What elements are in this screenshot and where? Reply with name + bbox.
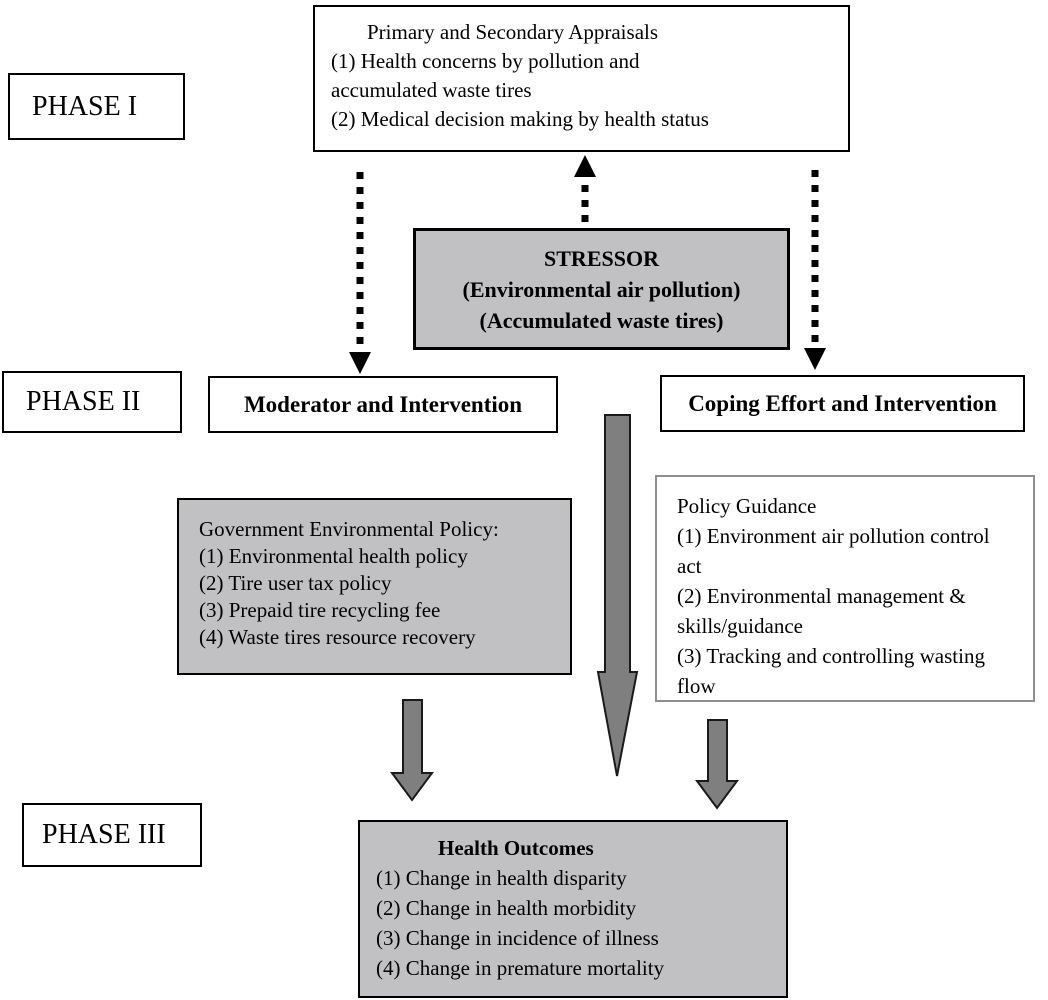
text-line: accumulated waste tires: [331, 78, 532, 102]
text-line: (1) Environmental health policy: [199, 544, 468, 568]
text-line: (3) Tracking and controlling wasting: [677, 644, 985, 668]
moderator-intervention-label: Moderator and Intervention: [243, 391, 523, 417]
text-line: flow: [677, 674, 716, 698]
phase-1-label: PHASE I: [32, 90, 138, 122]
phase-3-label-box: PHASE III: [22, 803, 202, 867]
dashed-arrow-left-down: [349, 172, 371, 374]
text-line: (1) Change in health disparity: [376, 866, 627, 890]
phase-3-label: PHASE III: [42, 819, 166, 850]
appraisals-box: Primary and Secondary Appraisals (1) Heal…: [313, 5, 850, 152]
text-line: Health Outcomes: [438, 836, 594, 860]
solid-arrow-right-short: [695, 719, 739, 810]
phase-1-label-box: PHASE I: [8, 73, 185, 140]
dashed-arrow-right-down: [804, 170, 826, 370]
text-line: (1) Health concerns by pollution and: [331, 49, 640, 73]
text-line: (2) Tire user tax policy: [199, 571, 392, 595]
text-line: (3) Change in incidence of illness: [376, 926, 659, 950]
text-line: act: [677, 554, 702, 578]
text-line: Primary and Secondary Appraisals: [367, 20, 659, 44]
text-line: skills/guidance: [677, 614, 803, 638]
text-line: (4) Change in premature mortality: [376, 956, 665, 980]
solid-arrow-center-long: [596, 414, 639, 777]
text-line: Government Environmental Policy:: [199, 517, 499, 541]
text-line: (1) Environment air pollution control: [677, 524, 990, 548]
text-line: (3) Prepaid tire recycling fee: [199, 598, 441, 622]
government-environmental-policy-box: Government Environmental Policy: (1) Envi…: [177, 498, 572, 675]
text-line: (4) Waste tires resource recovery: [199, 625, 476, 649]
moderator-intervention-box: Moderator and Intervention: [208, 376, 558, 433]
phase-2-label: PHASE II: [26, 386, 141, 417]
text-line: (2) Environmental management &: [677, 584, 966, 608]
text-line: (Environmental air pollution): [462, 277, 741, 302]
solid-arrow-left-short: [390, 699, 434, 802]
health-outcomes-box: Health Outcomes (1) Change in health disp…: [358, 820, 788, 998]
coping-effort-intervention-label: Coping Effort and Intervention: [688, 390, 997, 416]
coping-effort-intervention-box: Coping Effort and Intervention: [660, 375, 1025, 432]
text-line: (2) Medical decision making by health st…: [331, 107, 709, 131]
dashed-arrow-middle-up: [574, 155, 596, 222]
stressor-box: STRESSOR (Environmental air pollution) (Ac…: [413, 228, 790, 350]
phase-2-label-box: PHASE II: [2, 371, 182, 433]
policy-guidance-box: Policy Guidance (1) Environment air pollu…: [655, 475, 1035, 702]
text-line: Policy Guidance: [677, 494, 817, 518]
text-line: (Accumulated waste tires): [479, 308, 724, 333]
text-line: STRESSOR: [544, 246, 659, 271]
text-line: (2) Change in health morbidity: [376, 896, 637, 920]
